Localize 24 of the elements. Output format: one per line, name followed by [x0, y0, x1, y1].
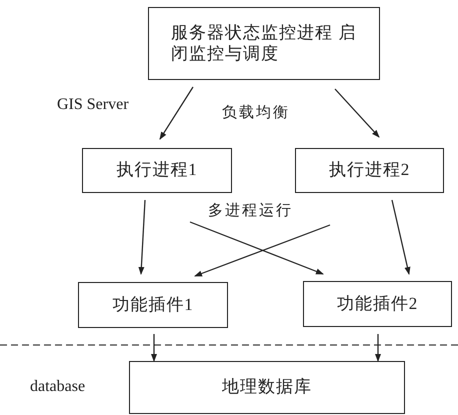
text-label: GIS Server [57, 96, 129, 114]
arrow [190, 221, 324, 275]
process-box [303, 281, 452, 327]
arrow [334, 88, 380, 138]
text-label: database [30, 378, 86, 396]
text-label: 负载均衡 [222, 104, 290, 122]
arrow [391, 200, 410, 275]
box-label: 服务器状态监控进程 启闭监控与调度 [171, 23, 357, 64]
process-box [82, 148, 232, 193]
process-box [78, 282, 228, 328]
box-label: 功能插件2 [336, 294, 418, 314]
box-label: 功能插件1 [112, 294, 194, 316]
box-label: 执行进程2 [328, 160, 410, 181]
text-label: 多进程运行 [208, 202, 293, 220]
process-box [148, 7, 380, 80]
arrow [159, 86, 194, 140]
arrow [151, 334, 157, 362]
arrow [194, 224, 330, 277]
process-box [295, 148, 444, 193]
arrow [138, 200, 146, 275]
process-box [129, 361, 405, 414]
box-label: 执行进程1 [116, 160, 198, 181]
box-label: 地理数据库 [222, 377, 312, 398]
arrow [375, 334, 381, 362]
